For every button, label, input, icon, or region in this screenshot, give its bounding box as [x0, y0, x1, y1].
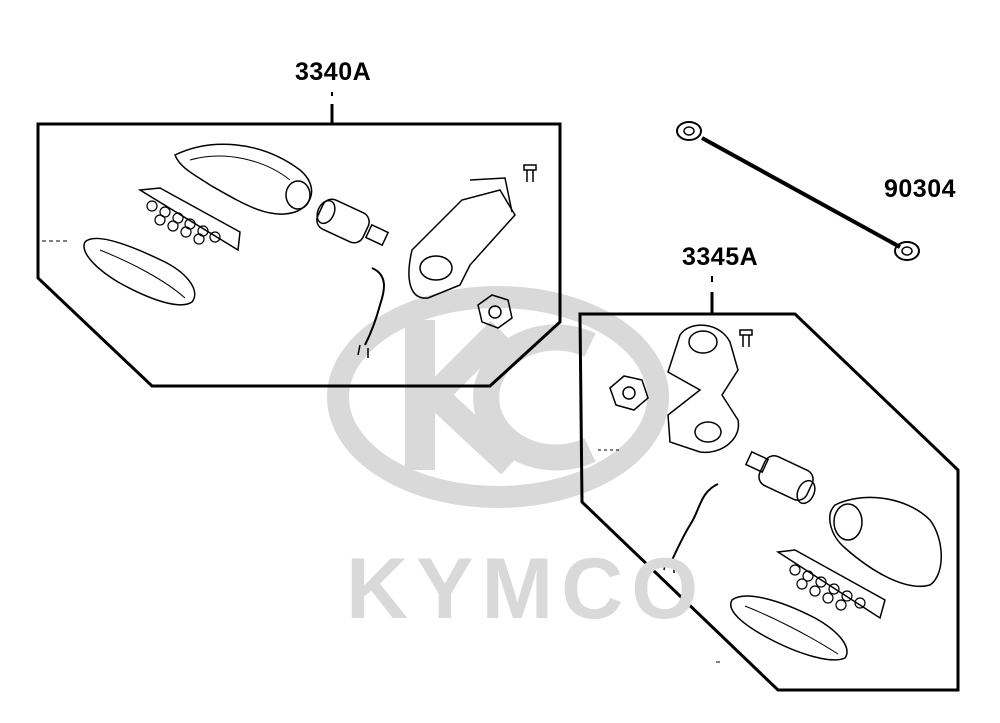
- wire-harness-part: [663, 483, 719, 573]
- led-board-part: [137, 187, 241, 252]
- screw-part: [739, 329, 753, 347]
- outer-lens-part: [83, 237, 196, 306]
- kymco-watermark-text: KYMCO: [346, 541, 707, 637]
- nut-part: [609, 375, 649, 411]
- wire-harness-part: [357, 267, 385, 358]
- label-assembly-3340a: 3340A: [295, 58, 372, 86]
- bolt-90304: [676, 121, 920, 261]
- lens-housing-part: [174, 143, 313, 215]
- assembly-3345a: [578, 276, 960, 692]
- outer-lens-part: [730, 595, 848, 661]
- mounting-bracket-part: [408, 177, 516, 299]
- mounting-bracket-part: [667, 324, 740, 454]
- lens-housing-part: [829, 496, 942, 587]
- label-bolt-90304: 90304: [884, 175, 957, 203]
- led-board-part: [775, 549, 886, 620]
- bulb-socket-part: [316, 198, 390, 247]
- screw-part: [523, 164, 537, 182]
- kymco-logo-watermark: [327, 286, 669, 508]
- assembly-3340a: [36, 92, 562, 388]
- nut-part: [477, 294, 513, 329]
- label-assembly-3345a: 3345A: [682, 243, 759, 271]
- bulb-socket-part: [744, 450, 816, 505]
